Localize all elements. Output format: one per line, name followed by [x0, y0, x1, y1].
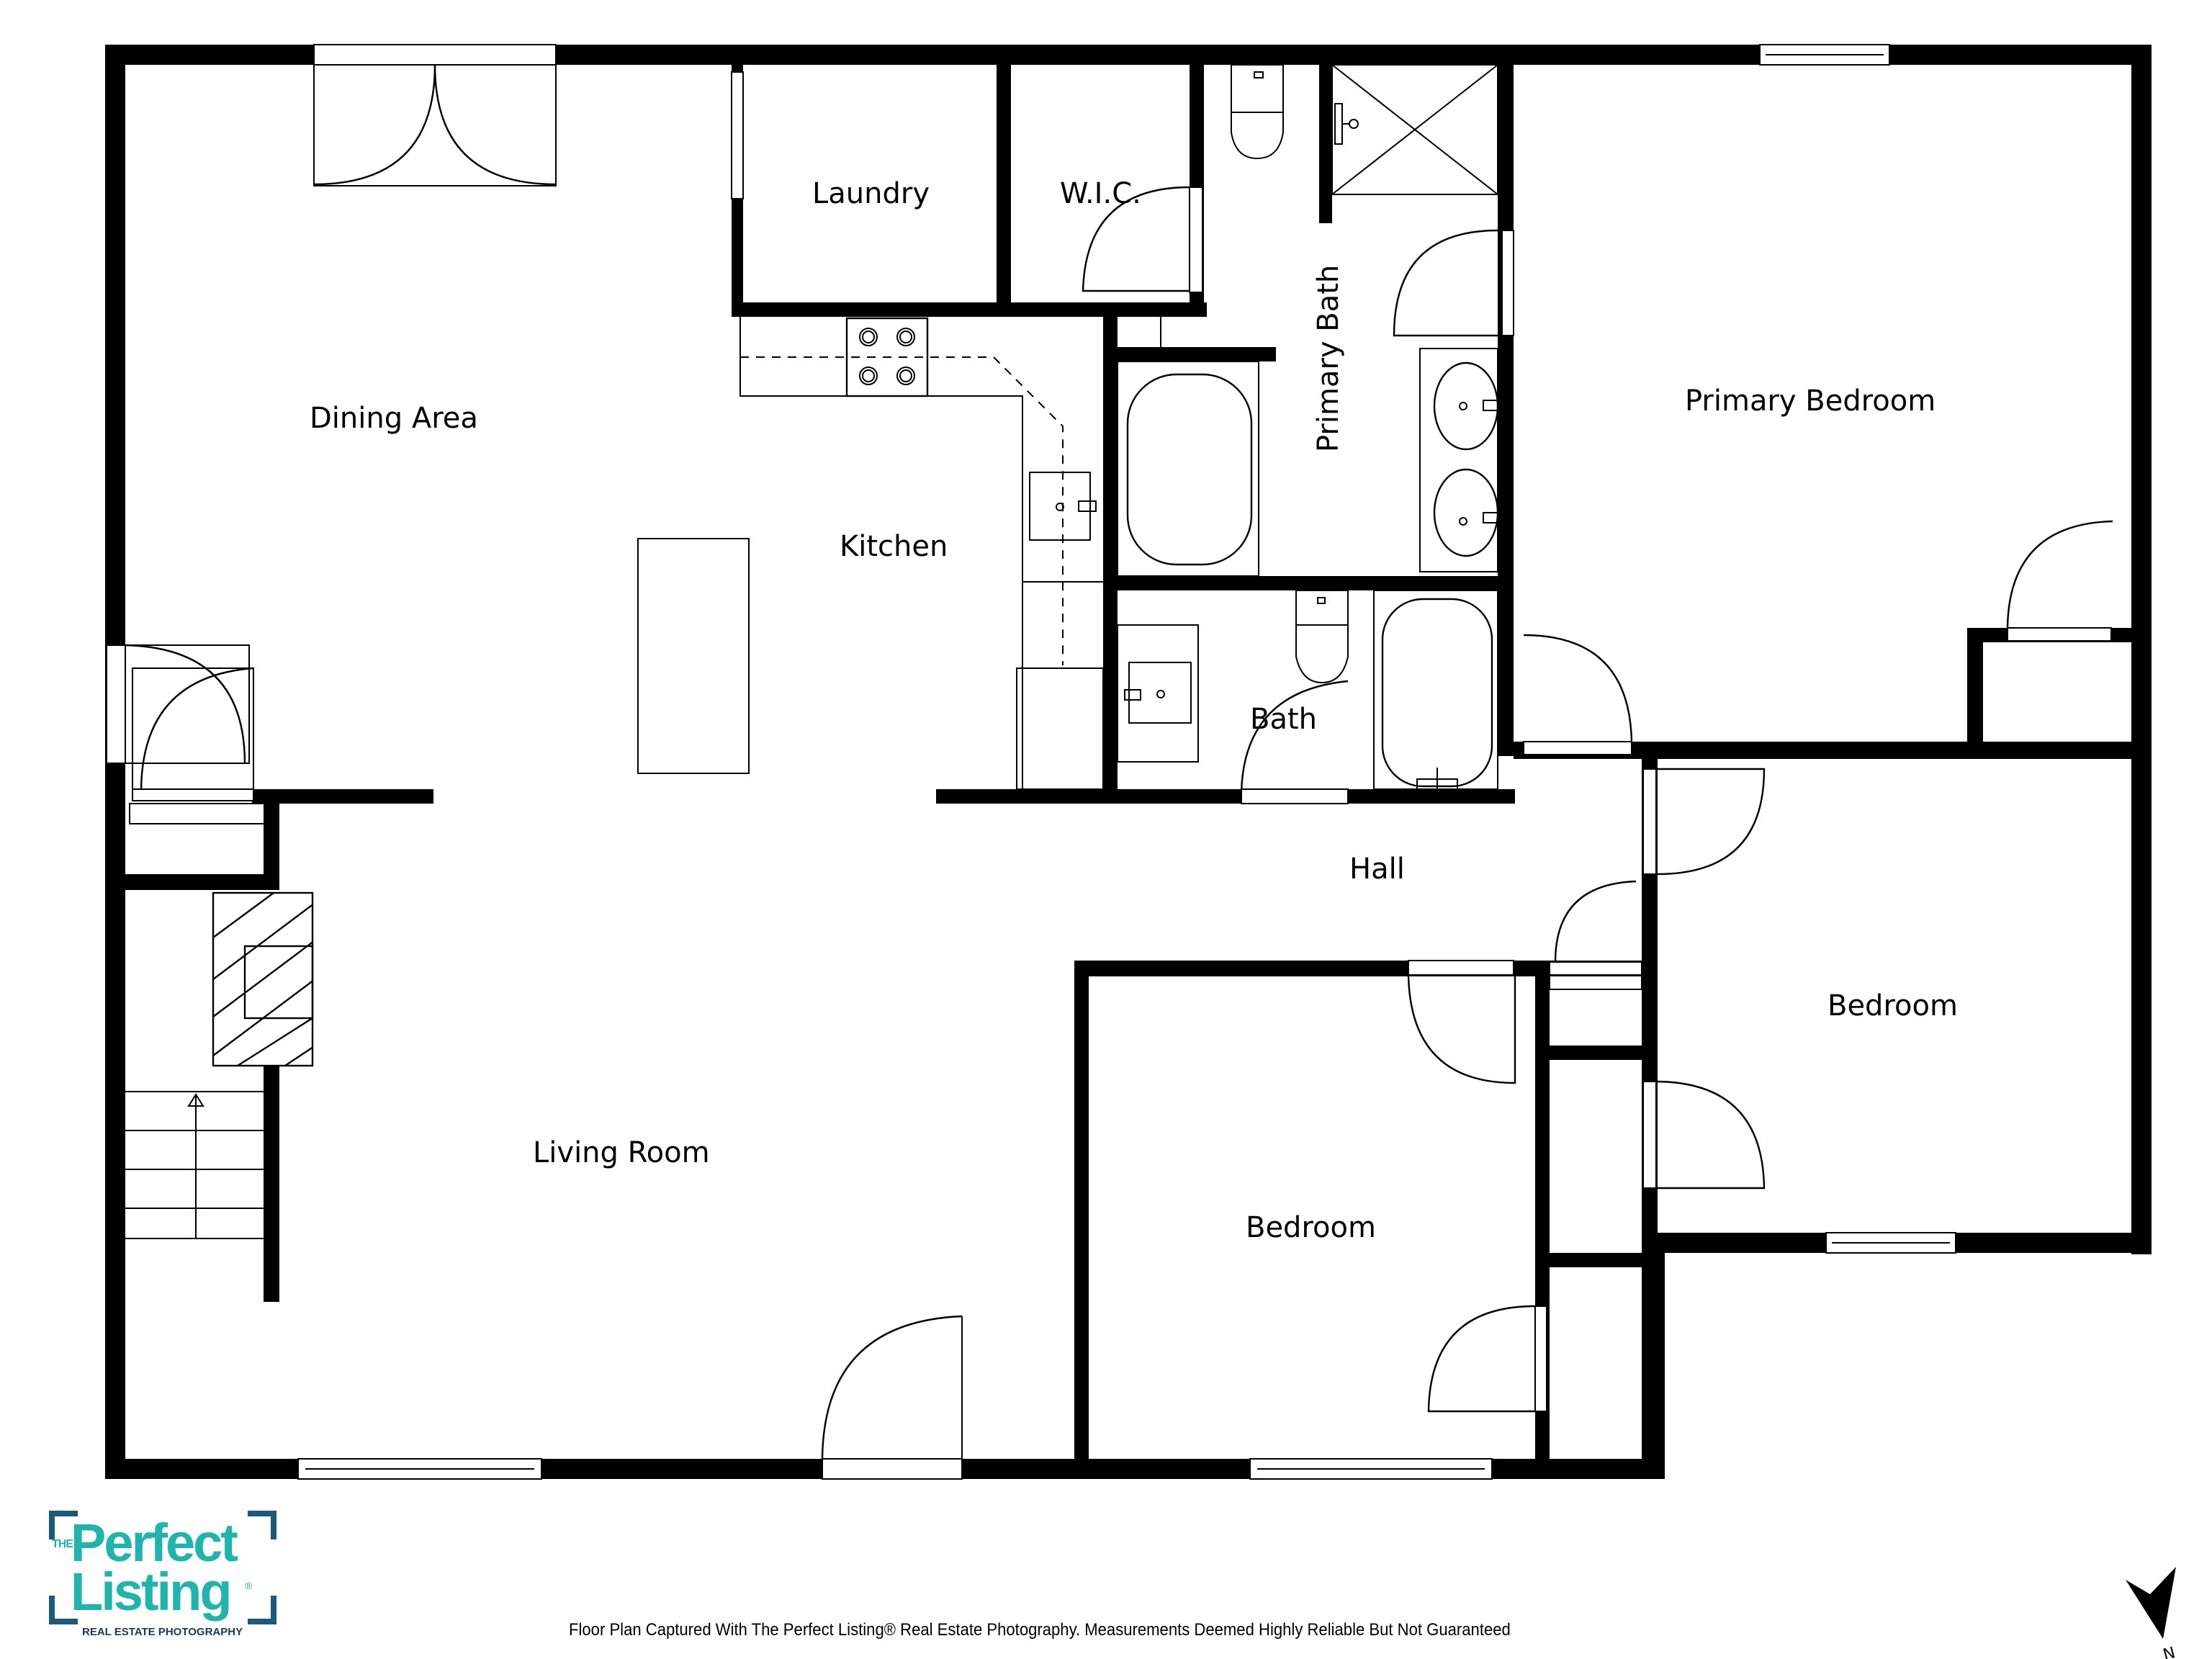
fireplace-icon [212, 891, 314, 1067]
north-arrow-icon: N [2126, 1567, 2177, 1659]
logo-tagline: REAL ESTATE PHOTOGRAPHY [82, 1626, 243, 1638]
toilet-icon [1295, 590, 1349, 684]
kitchen-fixtures [637, 317, 1104, 790]
label-primary-bedroom: Primary Bedroom [1685, 385, 1936, 418]
bathtub-icon [1117, 361, 1259, 577]
logo-perfect: Perfect [71, 1513, 238, 1573]
room-labels: Dining Area Laundry W.I.C. Primary Bath … [310, 177, 1958, 1244]
label-bedroom-right: Bedroom [1827, 989, 1958, 1022]
bath-fixtures [1117, 64, 1499, 790]
label-laundry: Laundry [812, 177, 930, 210]
shower-icon [1331, 64, 1498, 195]
entry-door [125, 644, 266, 824]
company-logo: THE Perfect Listing ® REAL ESTATE PHOTOG… [49, 1511, 279, 1640]
vanity-sink-icon [1117, 624, 1199, 763]
stove-icon [845, 317, 929, 397]
logo-listing: Listing [71, 1562, 233, 1622]
toilet-icon [1231, 64, 1284, 160]
label-kitchen: Kitchen [840, 530, 948, 563]
label-dining-area: Dining Area [310, 402, 478, 435]
logo-bracket-tr [248, 1511, 276, 1539]
logo-bracket-br [248, 1596, 276, 1624]
logo-bracket-tl [49, 1511, 78, 1539]
kitchen-sink-icon [1029, 472, 1097, 541]
logo-the: THE [52, 1538, 73, 1550]
double-vanity-icon [1419, 348, 1499, 572]
stairs [125, 1091, 264, 1239]
footer-disclaimer: Floor Plan Captured With The Perfect Lis… [569, 1620, 1511, 1640]
label-hall: Hall [1349, 853, 1405, 886]
logo-bracket-bl [49, 1596, 78, 1624]
interior-walls [125, 65, 2152, 1473]
bathtub-icon [1373, 590, 1498, 790]
label-primary-bath: Primary Bath [1312, 265, 1345, 452]
logo-registered: ® [245, 1580, 253, 1591]
label-wic: W.I.C. [1060, 177, 1141, 210]
stairs-up-arrow-icon [187, 1093, 204, 1107]
label-bedroom-center: Bedroom [1246, 1211, 1376, 1244]
doors [125, 64, 2113, 1480]
windows [106, 44, 1956, 1480]
kitchen-island [637, 538, 750, 774]
label-living-room: Living Room [533, 1136, 710, 1169]
french-door-dining [313, 64, 557, 186]
label-bath: Bath [1250, 703, 1317, 736]
compass-label: N [2161, 1644, 2177, 1659]
